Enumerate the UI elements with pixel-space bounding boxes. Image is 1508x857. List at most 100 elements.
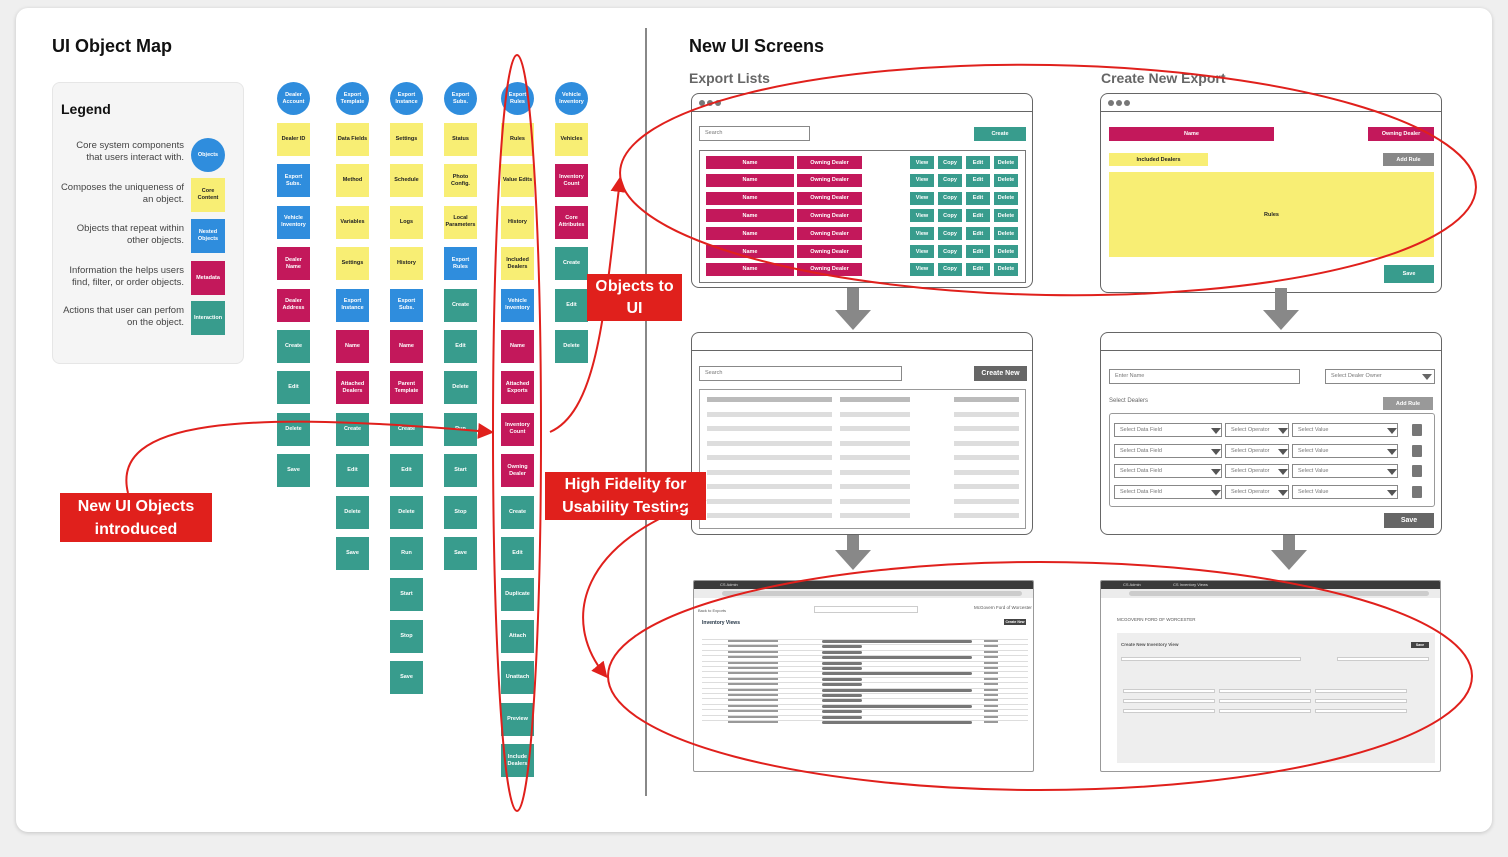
save-button[interactable]: Save: [1411, 642, 1429, 648]
select-data-field-dropdown[interactable]: Select Data Field: [1114, 443, 1222, 458]
row-view-button[interactable]: View: [910, 245, 934, 258]
select-operator-dropdown[interactable]: Select Operator: [1225, 484, 1289, 499]
row-name-cell[interactable]: Name: [706, 156, 794, 169]
data-field-select[interactable]: [1123, 699, 1215, 703]
select-operator-dropdown[interactable]: Select Operator: [1225, 464, 1289, 478]
trash-icon[interactable]: [1412, 424, 1422, 436]
included-dealers-field[interactable]: Included Dealers: [1109, 153, 1208, 166]
data-field-select[interactable]: [1123, 709, 1215, 713]
select-value-dropdown[interactable]: Select Value: [1292, 484, 1398, 499]
dealer-select[interactable]: [814, 606, 918, 613]
row-view-button[interactable]: View: [910, 156, 934, 169]
row-name-cell[interactable]: Name: [706, 262, 794, 276]
select-data-field-dropdown[interactable]: Select Data Field: [1114, 484, 1222, 499]
select-value-dropdown[interactable]: Select Value: [1292, 423, 1398, 437]
export-lists-title: Export Lists: [689, 70, 770, 86]
row-name-cell[interactable]: Name: [706, 209, 794, 223]
create-new-button[interactable]: Create New: [1004, 619, 1026, 625]
object-sticky-note: Edit: [555, 288, 588, 322]
save-button[interactable]: Save: [1384, 265, 1434, 283]
search-input[interactable]: Search: [699, 366, 902, 381]
create-new-button[interactable]: Create New: [974, 366, 1027, 381]
row-view-button[interactable]: View: [910, 227, 934, 241]
select-data-field-dropdown[interactable]: Select Data Field: [1114, 464, 1222, 478]
row-edit-button[interactable]: Edit: [966, 156, 990, 169]
address-bar[interactable]: [722, 591, 1022, 596]
dealer-owner-select[interactable]: [1337, 657, 1429, 661]
row-edit-button[interactable]: Edit: [966, 227, 990, 241]
data-field-select[interactable]: [1123, 689, 1215, 693]
trash-icon[interactable]: [1412, 485, 1422, 498]
browser-tab[interactable]: CS Admin: [720, 582, 738, 587]
select-operator-dropdown[interactable]: Select Operator: [1225, 443, 1289, 458]
row-delete-button[interactable]: Delete: [994, 245, 1018, 258]
legend-description: Composes the uniqueness of an object.: [60, 182, 184, 205]
object-sticky-note: Save: [390, 661, 423, 695]
name-field[interactable]: Name: [1109, 127, 1274, 141]
row-delete-button[interactable]: Delete: [994, 262, 1018, 276]
row-delete-button[interactable]: Delete: [994, 209, 1018, 223]
value-select[interactable]: [1315, 699, 1407, 703]
object-sticky-note: Delete: [444, 371, 477, 405]
table-cell: [728, 688, 778, 691]
row-copy-button[interactable]: Copy: [938, 262, 962, 276]
row-name-cell[interactable]: Name: [706, 245, 794, 258]
row-copy-button[interactable]: Copy: [938, 173, 962, 187]
operator-select[interactable]: [1219, 709, 1311, 713]
select-value-dropdown[interactable]: Select Value: [1292, 464, 1398, 478]
browser-tab[interactable]: CS Admin: [1123, 582, 1141, 587]
trash-icon[interactable]: [1412, 465, 1422, 477]
browser-tab[interactable]: CS Inventory Views: [1173, 582, 1208, 587]
add-rule-button[interactable]: Add Rule: [1383, 153, 1434, 166]
row-name-cell[interactable]: Name: [706, 173, 794, 187]
row-view-button[interactable]: View: [910, 191, 934, 205]
table-cell: [984, 672, 998, 675]
row-name-cell[interactable]: Name: [706, 227, 794, 241]
row-copy-button[interactable]: Copy: [938, 156, 962, 169]
select-data-field-dropdown[interactable]: Select Data Field: [1114, 423, 1222, 437]
tag-pills: [822, 715, 862, 719]
enter-name-input[interactable]: Enter Name: [1109, 369, 1300, 384]
row-name-cell[interactable]: Name: [706, 191, 794, 205]
select-dealer-owner-dropdown[interactable]: Select Dealer Owner: [1325, 369, 1435, 384]
export-search-input[interactable]: Search: [699, 126, 810, 141]
skeleton-cell: [840, 498, 910, 504]
row-edit-button[interactable]: Edit: [966, 209, 990, 223]
chevron-down-icon: [1387, 428, 1397, 434]
row-view-button[interactable]: View: [910, 262, 934, 276]
operator-select[interactable]: [1219, 699, 1311, 703]
create-button[interactable]: Create: [974, 127, 1026, 141]
value-select[interactable]: [1315, 689, 1407, 693]
row-edit-button[interactable]: Edit: [966, 173, 990, 187]
row-copy-button[interactable]: Copy: [938, 227, 962, 241]
add-rule-button[interactable]: Add Rule: [1383, 397, 1433, 410]
rules-area[interactable]: Rules: [1109, 172, 1434, 257]
row-copy-button[interactable]: Copy: [938, 191, 962, 205]
row-edit-button[interactable]: Edit: [966, 262, 990, 276]
select-value-dropdown[interactable]: Select Value: [1292, 443, 1398, 458]
row-copy-button[interactable]: Copy: [938, 209, 962, 223]
row-copy-button[interactable]: Copy: [938, 245, 962, 258]
operator-select[interactable]: [1219, 689, 1311, 693]
row-view-button[interactable]: View: [910, 209, 934, 223]
address-bar[interactable]: [1129, 591, 1429, 596]
row-delete-button[interactable]: Delete: [994, 173, 1018, 187]
row-edit-button[interactable]: Edit: [966, 191, 990, 205]
back-link[interactable]: Back to Exports: [698, 608, 727, 613]
row-delete-button[interactable]: Delete: [994, 191, 1018, 205]
skeleton-cell: [840, 484, 910, 489]
trash-icon[interactable]: [1412, 444, 1422, 457]
table-cell: [728, 694, 778, 696]
select-operator-dropdown[interactable]: Select Operator: [1225, 423, 1289, 437]
save-button[interactable]: Save: [1384, 513, 1434, 528]
row-view-button[interactable]: View: [910, 173, 934, 187]
object-sticky-note: Preview: [501, 702, 534, 736]
row-delete-button[interactable]: Delete: [994, 227, 1018, 241]
name-input[interactable]: [1121, 657, 1301, 661]
owning-dealer-field[interactable]: Owning Dealer: [1368, 127, 1434, 141]
object-sticky-note: Attach: [501, 619, 534, 653]
row-edit-button[interactable]: Edit: [966, 245, 990, 258]
row-delete-button[interactable]: Delete: [994, 156, 1018, 169]
object-header-circle: Export Rules: [501, 82, 534, 115]
value-select[interactable]: [1315, 709, 1407, 713]
